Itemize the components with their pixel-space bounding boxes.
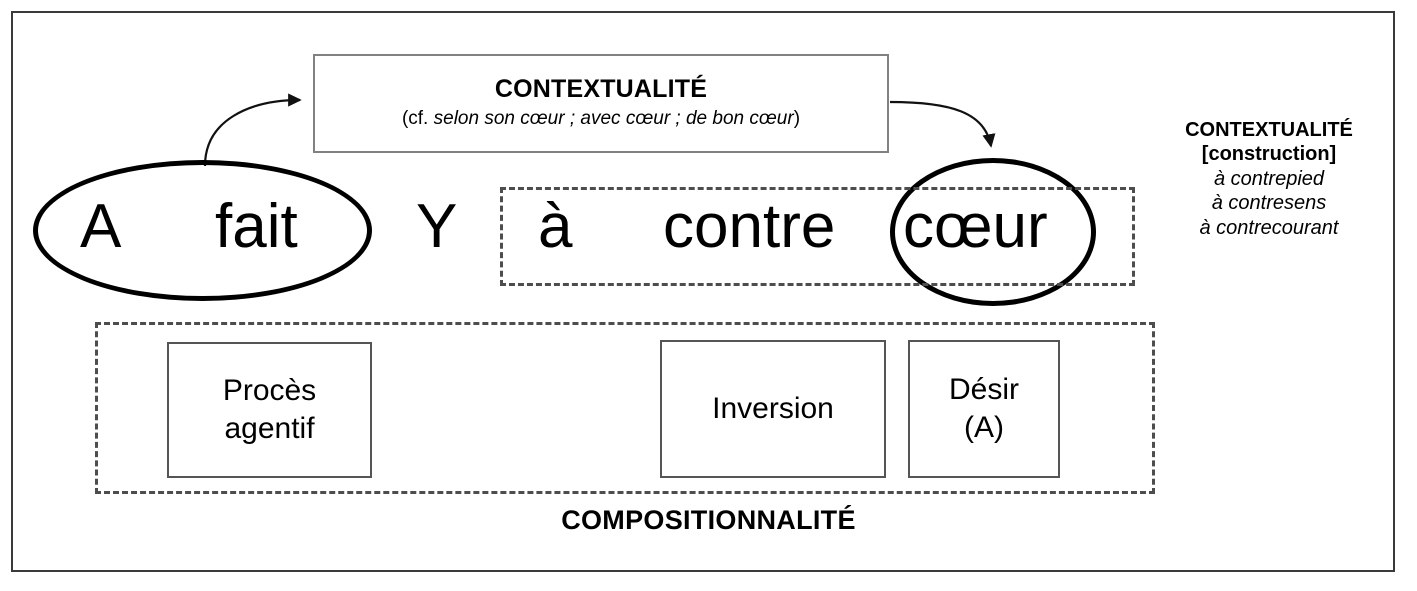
cell-line: Désir xyxy=(948,372,1019,406)
cell-line: Procès xyxy=(222,373,317,407)
sentence-word-prep: à xyxy=(538,192,573,261)
right-annotation-example-3: à contrecourant xyxy=(1199,216,1339,239)
sentence-word-verb: fait xyxy=(215,192,298,261)
right-annotation-subtitle: [construction] xyxy=(1201,143,1337,166)
contextualite-examples-italic: selon son cœur ; avec cœur ; de bon cœur xyxy=(433,107,794,129)
contextualite-callout-box: CONTEXTUALITÉ (cf. selon son cœur ; avec… xyxy=(313,54,889,153)
compositionality-dashed-box xyxy=(95,322,1155,494)
compositionality-cell-proces-agentif: Procès agentif xyxy=(167,342,372,478)
right-annotation-example-2: à contresens xyxy=(1211,192,1327,215)
compositionality-cell-inversion: Inversion xyxy=(660,340,886,478)
ellipse-coeur xyxy=(890,158,1096,306)
contextualite-examples-suffix: ) xyxy=(793,107,801,129)
right-annotation-title: CONTEXTUALITÉ xyxy=(1185,119,1353,141)
sentence-word-noun: cœur xyxy=(903,192,1048,261)
sentence-word-object: Y xyxy=(416,192,458,261)
sentence-word-modifier: contre xyxy=(663,192,836,261)
contextualite-examples: (cf. selon son cœur ; avec cœur ; de bon… xyxy=(402,107,800,131)
construction-dashed-box xyxy=(500,187,1135,286)
contextualite-title: CONTEXTUALITÉ xyxy=(494,75,708,104)
cell-line: (A) xyxy=(963,411,1004,444)
sentence-word-subject: A xyxy=(80,192,122,261)
compositionality-cell-desir: Désir (A) xyxy=(908,340,1060,478)
ellipse-a-fait xyxy=(33,160,372,301)
right-annotation-block: CONTEXTUALITÉ [construction] à contrepie… xyxy=(1143,118,1395,240)
outer-frame xyxy=(11,11,1395,572)
right-annotation-example-1: à contrepied xyxy=(1213,167,1325,190)
cell-line: Inversion xyxy=(712,391,834,425)
contextualite-examples-prefix: (cf. xyxy=(401,107,434,129)
compositionality-caption: COMPOSITIONNALITÉ xyxy=(561,505,856,535)
cell-line: agentif xyxy=(224,412,315,445)
